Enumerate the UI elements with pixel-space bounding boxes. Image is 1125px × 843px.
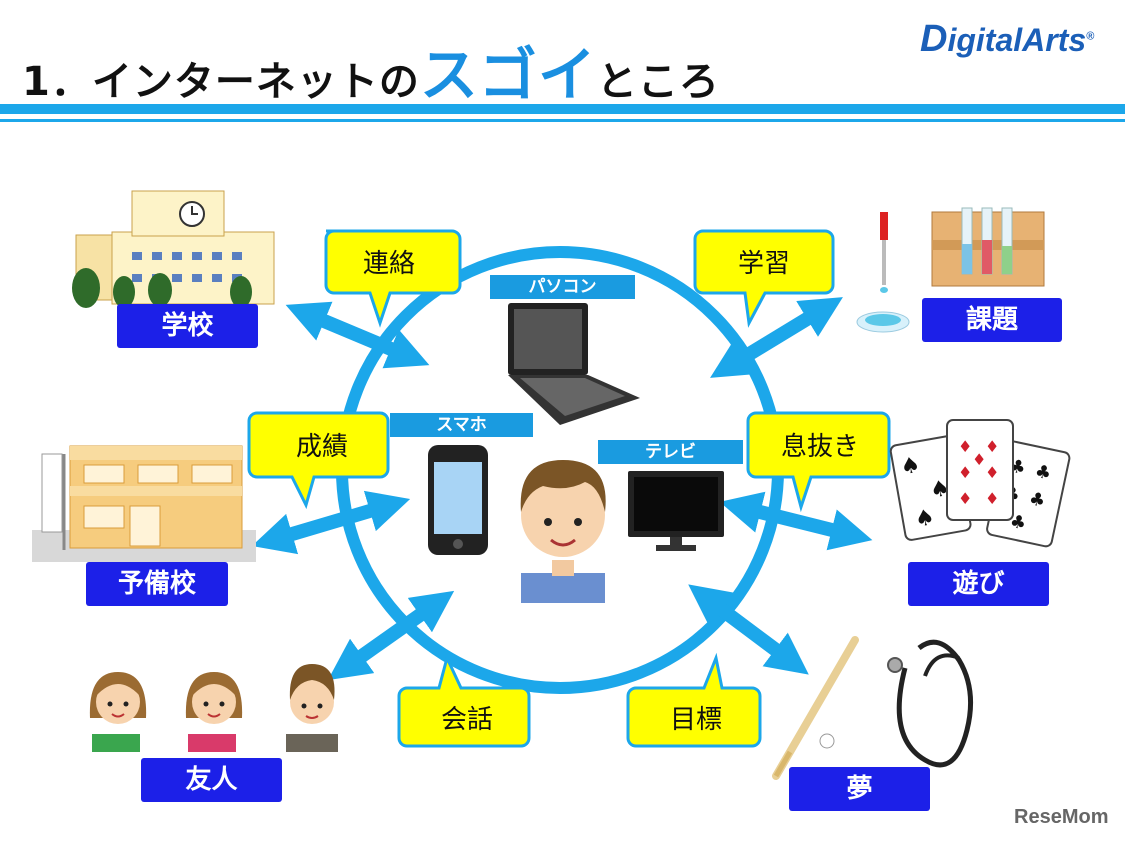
cards-icon: ♠♠♠ ♣♣♣♣♣ ♦♦♦♦♦♦♦ <box>889 419 1071 548</box>
svg-text:♦: ♦ <box>985 437 999 456</box>
bubble-kaiwa <box>397 653 531 748</box>
svg-text:♠: ♠ <box>913 505 937 533</box>
resemom-watermark: ReseMom <box>1014 806 1109 828</box>
header-rule-thin <box>0 119 1125 122</box>
label-asobi: 遊び <box>908 562 1049 606</box>
bubble-kaiwa-text: 会話 <box>441 705 493 735</box>
title-prefix: 1．インターネットの <box>22 59 420 105</box>
tv-icon <box>628 471 724 551</box>
svg-text:♠: ♠ <box>899 453 923 481</box>
svg-text:♣: ♣ <box>1027 488 1047 512</box>
bubble-gakushu-text: 学習 <box>738 249 790 279</box>
bubble-gakushu <box>693 229 835 328</box>
svg-text:♦: ♦ <box>958 489 972 508</box>
arrow-yume <box>688 584 809 675</box>
label-kadai: 課題 <box>922 298 1062 342</box>
bubble-seiseki-text: 成績 <box>296 432 348 462</box>
label-yobiko: 予備校 <box>86 562 228 606</box>
label-yume: 夢 <box>789 767 930 811</box>
smartphone-icon <box>428 445 488 555</box>
svg-text:♦: ♦ <box>958 463 972 482</box>
bubble-mokuhyo-text: 目標 <box>670 705 722 735</box>
device-label-pc: パソコン <box>490 275 635 299</box>
page-title: 1．インターネットのスゴイところ <box>22 28 720 112</box>
bubble-mokuhyo <box>626 652 762 748</box>
title-highlight: スゴイ <box>419 41 597 109</box>
bubble-ikinuki-text: 息抜き <box>781 432 859 462</box>
cram-school-icon <box>32 445 256 562</box>
arrow-asobi <box>719 491 873 551</box>
dream-icon <box>772 636 974 780</box>
laptop-icon <box>508 303 640 425</box>
bubble-seiseki <box>247 411 390 510</box>
arrow-yobiko <box>251 490 411 555</box>
bubble-renraku-text: 連絡 <box>363 249 415 279</box>
digitalarts-logo: DigitalArts® <box>920 18 1095 60</box>
svg-text:♠: ♠ <box>928 476 952 504</box>
svg-text:♦: ♦ <box>985 463 999 482</box>
lab-icon <box>856 207 1045 333</box>
bubble-renraku <box>324 229 462 328</box>
label-school: 学校 <box>117 304 258 348</box>
boy-icon <box>520 460 606 603</box>
arrow-kadai <box>710 297 843 378</box>
device-label-smartphone: スマホ <box>390 413 533 437</box>
device-label-tv: テレビ <box>598 440 743 464</box>
arrow-school <box>285 301 430 369</box>
title-suffix: ところ <box>596 59 720 105</box>
label-yujin: 友人 <box>141 758 282 802</box>
svg-text:♦: ♦ <box>972 450 986 469</box>
arrow-yujin <box>327 590 455 681</box>
svg-text:♦: ♦ <box>985 489 999 508</box>
bubble-ikinuki <box>746 411 891 513</box>
svg-text:♣: ♣ <box>1033 461 1053 485</box>
friends-icon <box>89 664 338 752</box>
header-rule-thick <box>0 104 1125 114</box>
school-icon <box>72 190 275 308</box>
svg-text:♦: ♦ <box>958 437 972 456</box>
